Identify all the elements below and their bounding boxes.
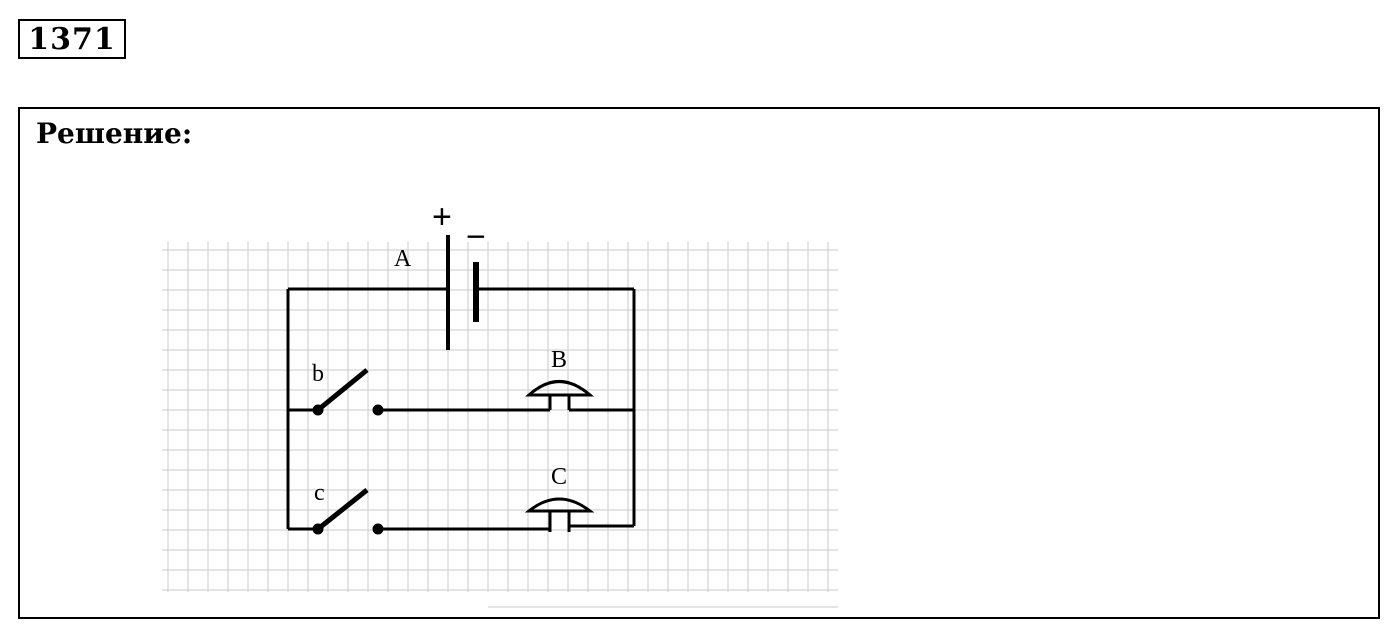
switch-c-lever <box>316 488 369 531</box>
switch-b-label: b <box>312 361 324 387</box>
bell-c-icon <box>524 497 595 532</box>
solution-box: Решение: <box>18 107 1380 619</box>
grid-paper <box>162 242 838 608</box>
bell-c-dome <box>524 497 595 513</box>
switch-b <box>312 368 384 416</box>
battery-label: A <box>394 246 412 272</box>
problem-number: 1371 <box>18 19 126 59</box>
switch-c <box>312 488 384 535</box>
wires <box>286 287 636 531</box>
minus-sign: − <box>466 218 486 256</box>
switch-c-label: c <box>314 480 325 506</box>
bell-b-icon <box>525 380 595 410</box>
switch-b-contact <box>372 404 384 416</box>
bell-b-label: B <box>551 347 567 373</box>
bell-c-label: C <box>551 464 567 490</box>
switch-c-contact <box>372 523 384 535</box>
solution-title: Решение: <box>36 117 193 150</box>
switch-b-lever <box>316 368 369 412</box>
battery-symbol <box>446 235 479 350</box>
bell-b-dome <box>525 380 595 397</box>
plus-sign: + <box>432 198 452 236</box>
